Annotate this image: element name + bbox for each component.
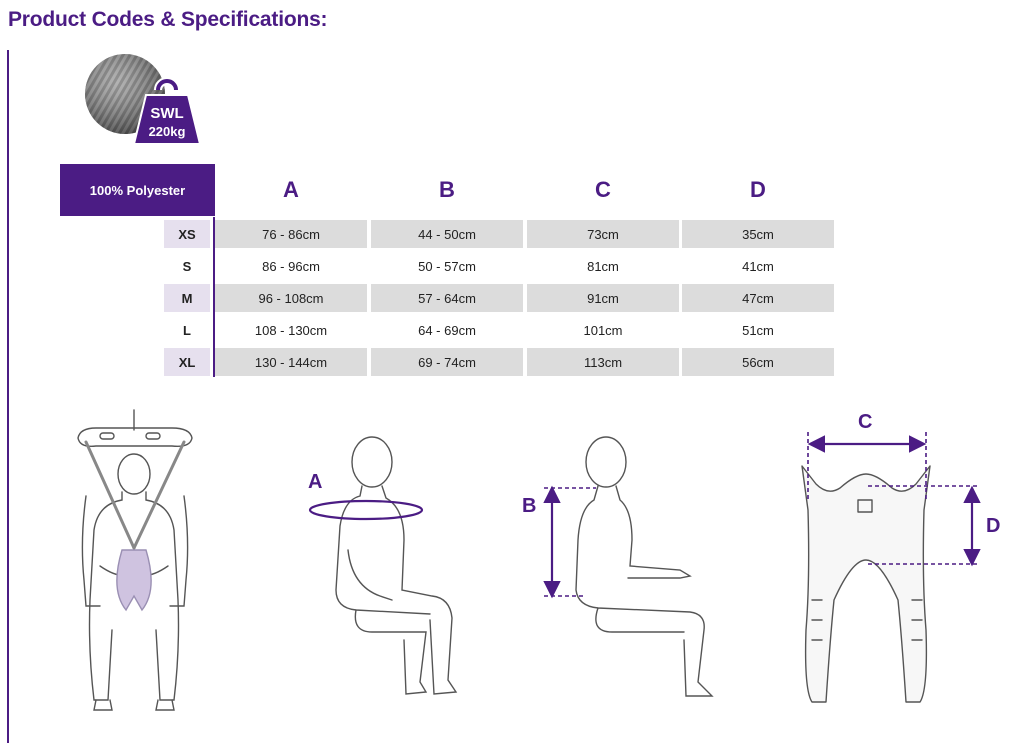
- swl-weight: 220kg: [149, 124, 186, 139]
- figure-label-d: D: [986, 515, 1000, 537]
- size-column-divider: [213, 217, 215, 377]
- table-cell: 50 - 57cm: [418, 258, 476, 274]
- back-height-figure: [575, 436, 714, 697]
- left-accent-line: [7, 50, 9, 743]
- size-label-xs: XS: [164, 220, 210, 248]
- table-cell: 35cm: [682, 220, 834, 248]
- column-header-b: B: [439, 177, 455, 202]
- table-cell: 69 - 74cm: [371, 348, 523, 376]
- figure-label-b: B: [522, 495, 536, 517]
- table-cell: 51cm: [742, 322, 774, 338]
- chest-circumference-arrow: [308, 499, 424, 521]
- table-cell: 113cm: [527, 348, 679, 376]
- size-label-l: L: [183, 322, 191, 338]
- measurement-figures: A B C D: [77, 409, 1000, 711]
- size-label-s: S: [182, 258, 192, 274]
- table-cell: 130 - 144cm: [215, 348, 367, 376]
- fabric-swl-badge: SWL 220kg: [85, 54, 202, 145]
- table-cell: 101cm: [583, 322, 623, 338]
- figure-label-c: C: [858, 411, 872, 433]
- sling-front-figure: [77, 409, 193, 711]
- table-cell: 108 - 130cm: [254, 322, 328, 338]
- figure-label-a: A: [308, 471, 322, 493]
- column-header-d: D: [750, 177, 766, 202]
- chest-measurement-figure: [335, 436, 458, 695]
- column-header-a: A: [283, 177, 299, 202]
- swl-label: SWL: [150, 105, 183, 122]
- table-cell: 44 - 50cm: [371, 220, 523, 248]
- table-cell: 41cm: [742, 258, 774, 274]
- size-label-m: M: [164, 284, 210, 312]
- table-cell: 56cm: [682, 348, 834, 376]
- page-title: Product Codes & Specifications:: [8, 8, 328, 31]
- table-cell: 91cm: [527, 284, 679, 312]
- table-cell: 81cm: [587, 258, 619, 274]
- table-cell: 86 - 96cm: [262, 258, 320, 274]
- weight-icon: SWL 220kg: [132, 77, 202, 145]
- table-cell: 57 - 64cm: [371, 284, 523, 312]
- column-header-c: C: [595, 177, 611, 202]
- table-cell: 76 - 86cm: [215, 220, 367, 248]
- sling-flat-figure: [801, 465, 931, 703]
- table-cell: 73cm: [527, 220, 679, 248]
- table-cell: 47cm: [682, 284, 834, 312]
- table-cell: 96 - 108cm: [215, 284, 367, 312]
- table-cell: 64 - 69cm: [418, 322, 476, 338]
- size-label-xl: XL: [164, 348, 210, 376]
- material-header: 100% Polyester: [60, 164, 215, 216]
